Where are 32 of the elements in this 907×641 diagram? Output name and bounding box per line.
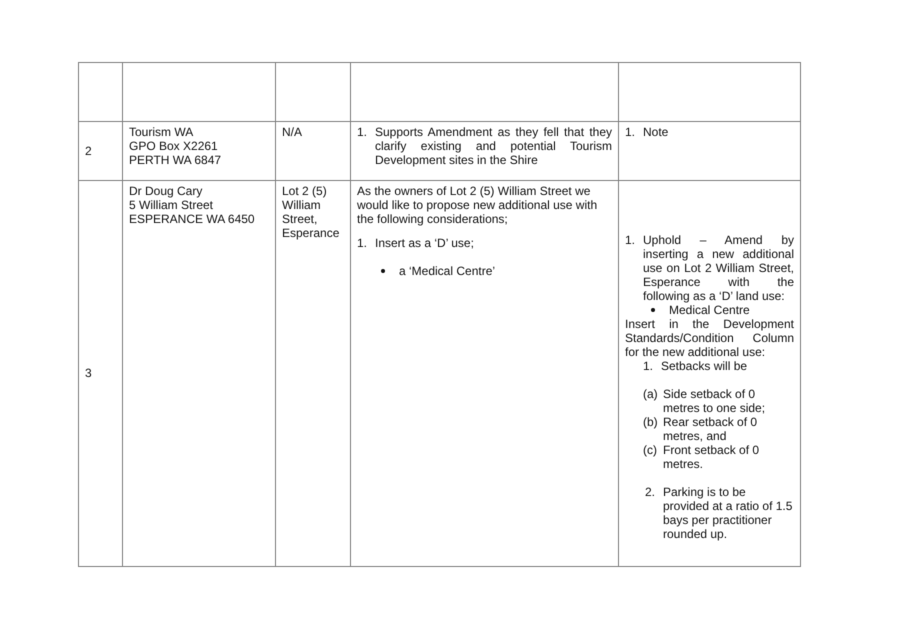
submitter-name: Tourism WA	[129, 125, 194, 139]
address-line: PERTH WA 6847	[129, 153, 222, 167]
property-text: Lot 2 (5) William Street, Esperance	[282, 184, 340, 240]
list-text: Rear setback of 0 metres, and	[663, 415, 758, 443]
list-text: Uphold – Amend by inserting a new additional use on Lot 2 William Street, Esperance with the following as a ‘D’ land use:	[643, 233, 794, 303]
list-number: 1.	[357, 236, 368, 250]
list-number: (b)	[643, 415, 659, 431]
row-number: 2	[85, 144, 93, 158]
list-text: Setbacks will be	[661, 359, 748, 373]
address-line: ESPERANCE WA 6450	[129, 212, 256, 226]
list-text: Parking is to be provided at a ratio of 1.5 bays per practitioner rounded up.	[663, 485, 794, 541]
list-text: Note	[643, 125, 670, 139]
list-text: Front setback of 0 metres.	[663, 443, 760, 471]
list-text: Supports Amendment as they fell that they clarify existing and potential Tourism Development sites in the Shire	[375, 125, 612, 167]
submitter-name: Dr Doug Cary	[129, 184, 204, 198]
list-text: Medical Centre	[669, 303, 751, 317]
list-text: a ‘Medical Centre’	[399, 264, 496, 278]
list-number: 1.	[625, 125, 636, 139]
address-line: GPO Box X2261	[129, 139, 219, 153]
recommendation-text: Insert in the Development Standards/Condition Column for the new additional use:	[625, 317, 794, 359]
list-text: Insert as a ‘D’ use;	[375, 236, 475, 250]
list-number: 1.	[643, 359, 654, 373]
list-text: Side setback of 0 metres to one side;	[663, 387, 766, 415]
address-line: 5 William Street	[129, 198, 214, 212]
list-number: 1.	[625, 233, 636, 249]
property-text: N/A	[282, 125, 304, 139]
list-number: (a)	[643, 387, 659, 403]
row-number: 3	[85, 366, 93, 380]
list-number: (c)	[643, 443, 658, 459]
submission-text: As the owners of Lot 2 (5) William Street we would like to propose new additional use with the following considerations;	[357, 184, 598, 226]
list-number: 2.	[645, 485, 656, 501]
list-number: 1.	[357, 125, 368, 141]
